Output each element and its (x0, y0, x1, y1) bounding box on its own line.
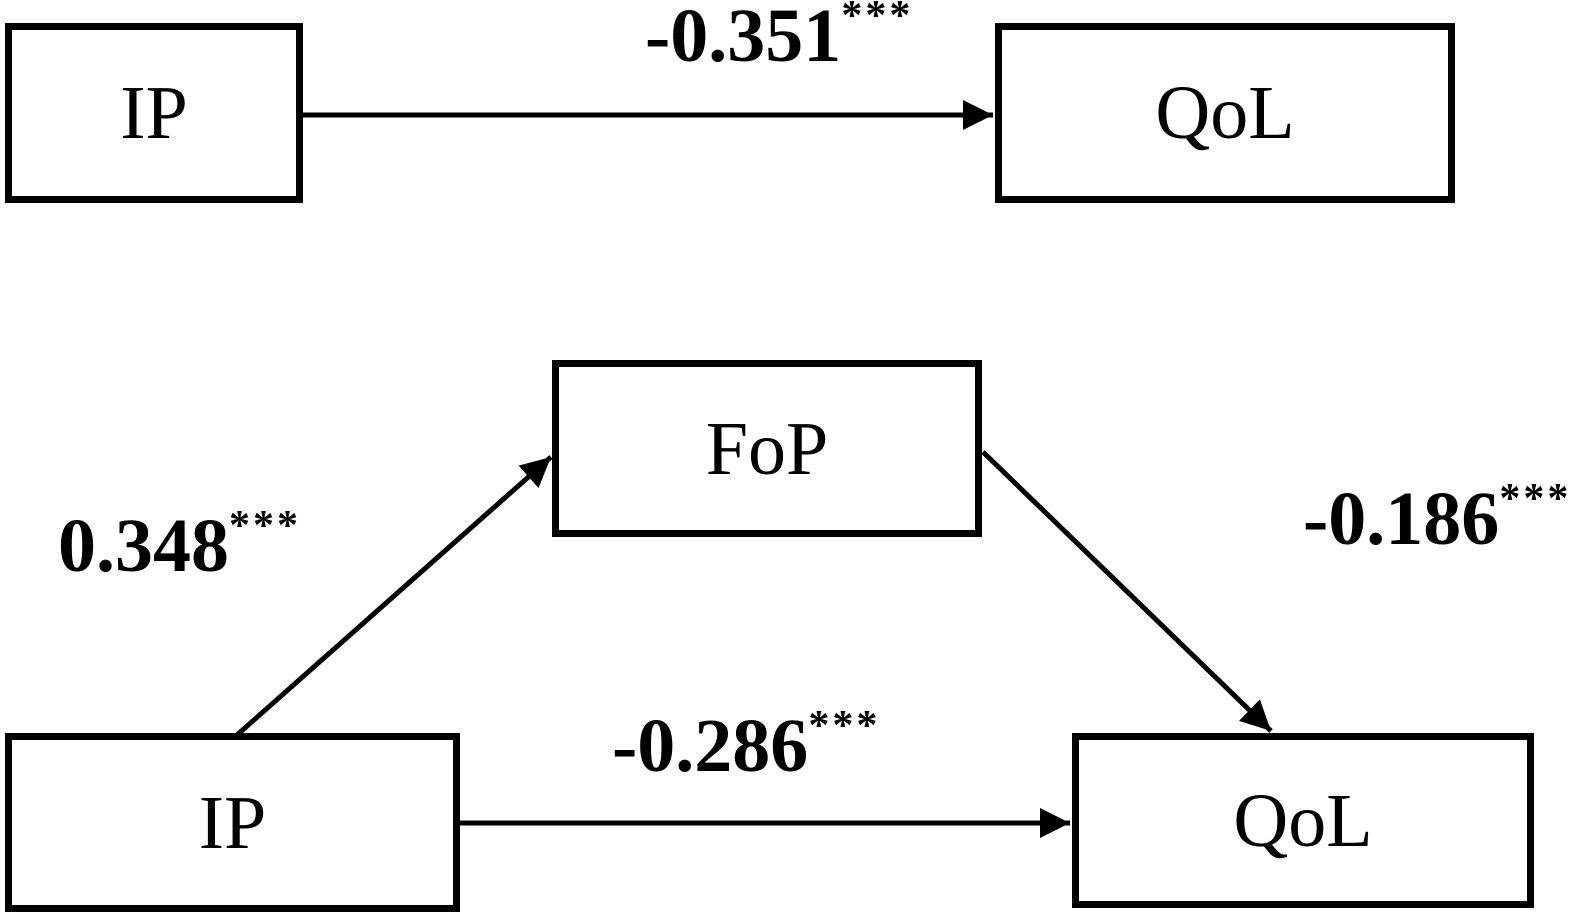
coef-direct-ip-qol-value: -0.286 (612, 704, 809, 788)
node-fop-mediator: FoP (552, 360, 982, 537)
node-qol-mediation: QoL (1072, 733, 1534, 908)
coef-total-effect-stars: *** (841, 0, 914, 39)
coef-total-effect: -0.351*** (645, 0, 913, 74)
arrow-fop-qol (981, 450, 1273, 733)
coef-ip-fop-value: 0.348 (58, 504, 229, 588)
node-qol-total-label: QoL (1155, 71, 1295, 155)
coef-total-effect-value: -0.351 (645, 0, 842, 78)
coef-fop-qol-stars: *** (1499, 476, 1572, 522)
coef-fop-qol-value: -0.186 (1303, 477, 1500, 561)
coef-fop-qol: -0.186*** (1303, 478, 1571, 557)
coef-ip-fop: 0.348*** (58, 505, 301, 584)
node-ip-total: IP (5, 23, 303, 203)
coef-direct-ip-qol-stars: *** (808, 703, 881, 749)
node-ip-mediation-label: IP (198, 780, 267, 865)
arrow-ip-fop (235, 455, 553, 737)
coef-ip-fop-stars: *** (229, 503, 301, 549)
node-ip-mediation: IP (5, 733, 460, 912)
node-fop-mediator-label: FoP (705, 406, 829, 491)
node-qol-mediation-label: QoL (1233, 778, 1373, 863)
coef-direct-ip-qol: -0.286*** (612, 705, 880, 784)
node-qol-total: QoL (995, 23, 1455, 203)
node-ip-total-label: IP (120, 71, 188, 155)
